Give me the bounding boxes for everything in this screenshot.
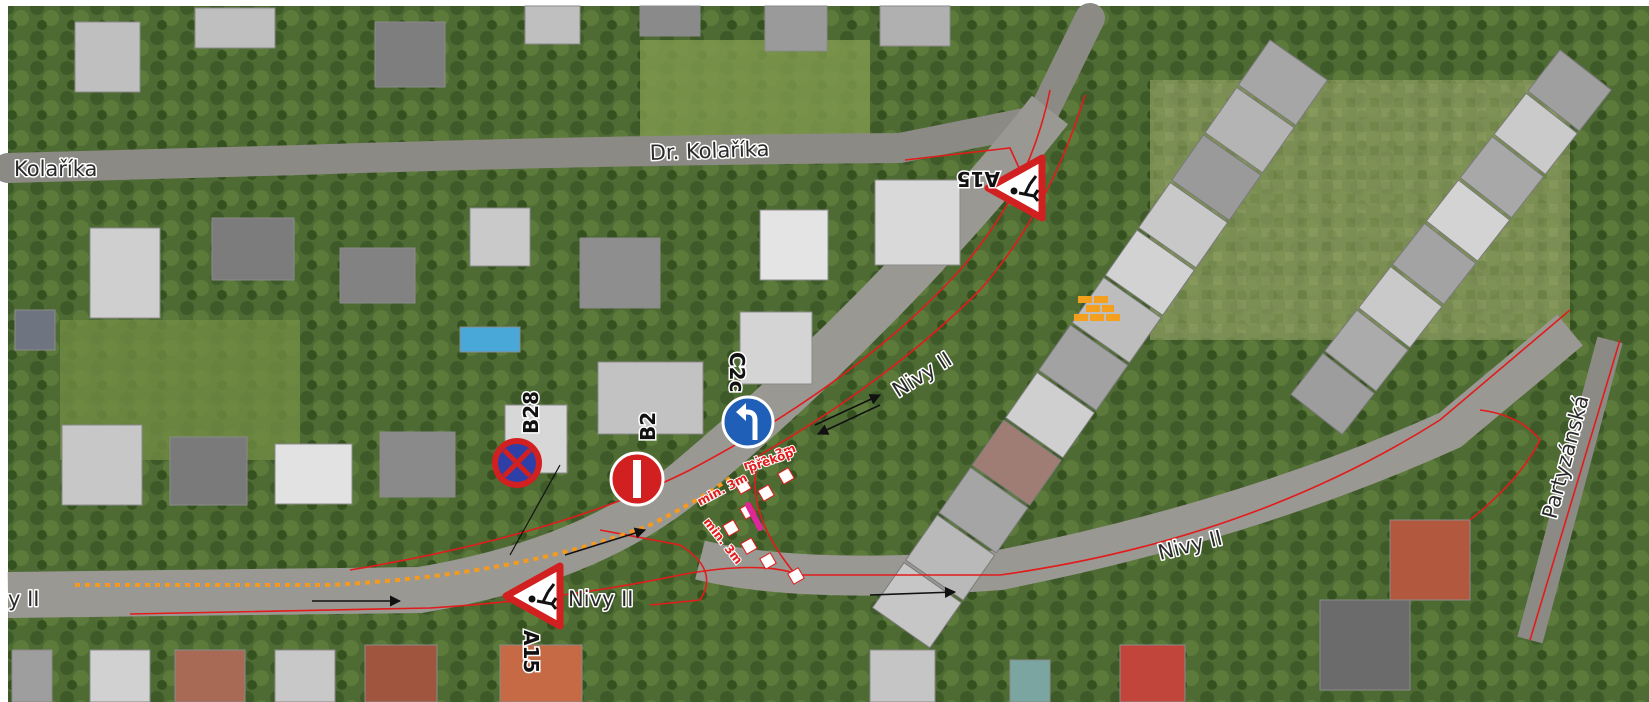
sign-b2: B2	[609, 410, 665, 507]
sign-code-a15-top: A15	[957, 167, 1000, 191]
roadworks-warning-sign-icon	[502, 562, 564, 630]
sign-code-b28: B28	[519, 391, 543, 434]
no-entry-sign-icon	[609, 451, 665, 507]
street-label-dr-kolarika-left: Kolaříka	[14, 157, 97, 181]
sign-b28: B28	[492, 389, 561, 556]
traffic-arrows	[312, 394, 957, 607]
brick-wall-icon	[1074, 296, 1120, 321]
sign-a15-bottom: A15	[502, 562, 564, 675]
buildings	[11, 5, 1471, 702]
road-partyzanska	[1517, 336, 1623, 644]
lawn-area	[640, 40, 870, 150]
sign-a15-top: A15	[955, 154, 1046, 222]
roadworks-warning-sign-icon	[984, 154, 1046, 222]
street-label-nivy-center: Nivy II	[568, 587, 633, 611]
street-label-dr-kolarika: Dr. Kolaříka	[649, 137, 769, 165]
sign-code-b2: B2	[636, 412, 660, 441]
sign-code-a15-bottom: A15	[519, 630, 543, 673]
excavation-trench	[745, 502, 763, 531]
sign-c2c: C2c	[721, 351, 775, 449]
sign-code-c2c: C2c	[725, 352, 749, 392]
detour-dotted-line	[75, 476, 732, 587]
mandatory-left-turn-sign-icon	[721, 395, 775, 449]
no-stopping-sign-icon	[492, 438, 542, 488]
road-dr-kolarika	[0, 3, 1105, 183]
street-label-nivy-left: y II	[8, 587, 40, 611]
